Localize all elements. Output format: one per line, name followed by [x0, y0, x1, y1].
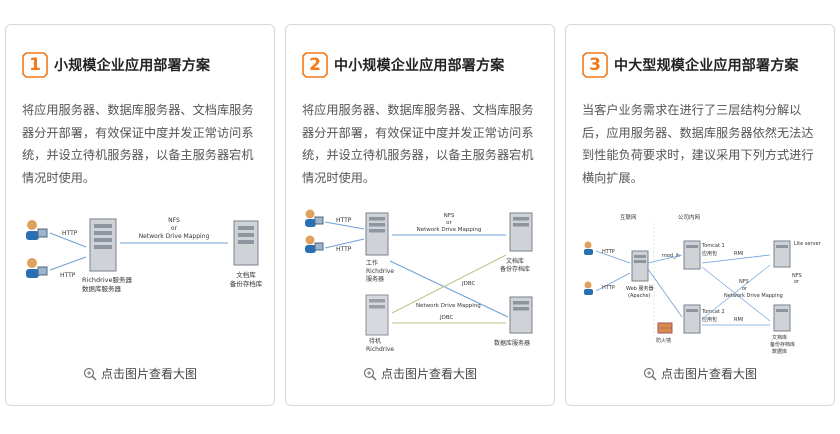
card-header: 2 中小规模企业应用部署方案 [302, 52, 504, 78]
zoom-in-icon [83, 367, 97, 381]
lite-server-label: Lite server [794, 241, 822, 247]
deployment-diagram-image[interactable]: HTTP HTTP 工作 Richdrive 服务器 文档库 备份存档库 NFS… [294, 205, 548, 355]
standby-label: 待机 [369, 337, 381, 345]
server-label: 数据库服务器 [82, 284, 122, 293]
user-icon [26, 220, 48, 240]
db-server-label: 数据库服务器 [494, 339, 530, 347]
doc-library-label: 文档库 [506, 257, 524, 265]
server-icon [365, 212, 389, 256]
server-icon [509, 296, 533, 334]
zoom-in-icon [363, 367, 377, 381]
mapping-label: Network Drive Mapping [417, 227, 482, 233]
number-badge-icon: 1 [22, 52, 48, 78]
server-icon [631, 250, 649, 282]
number-badge-icon: 2 [302, 52, 328, 78]
number-badge-icon: 3 [582, 52, 608, 78]
deployment-diagram-image[interactable]: 互联网 公司内网 HTTP HTTP Web 服务器 (Apache) mod_… [574, 205, 828, 355]
app-package-label: 应用包 [702, 316, 717, 323]
view-large-image-label: 点击图片查看大图 [660, 367, 757, 381]
web-server-label: Web 服务器 [626, 285, 654, 292]
card-small-scale: 1 小规模企业应用部署方案 将应用服务器、数据库服务器、文档库服务器分开部署，有… [5, 24, 275, 406]
mapping-label: Network Drive Mapping [139, 233, 210, 240]
deployment-diagram-image[interactable]: HTTP HTTP Richdrive服务器 数据库服务器 NFS or Net… [14, 205, 268, 355]
http-label: HTTP [602, 249, 615, 255]
doc-library-label: 文档库 [772, 334, 787, 341]
or-label: or [794, 279, 800, 285]
view-large-image-link[interactable]: 点击图片查看大图 [6, 365, 274, 382]
card-description: 当客户业务需求在进行了三层结构分解以后，应用服务器、数据库服务器依然无法达到性能… [582, 103, 814, 185]
server-icon [233, 220, 259, 266]
rmi-label: RMI [734, 317, 743, 323]
server-icon [509, 212, 533, 252]
server-icon [683, 304, 701, 334]
jdbc-label: JDBC [439, 315, 454, 321]
card-medium-large-scale: 3 中大型规模企业应用部署方案 当客户业务需求在进行了三层结构分解以后，应用服务… [565, 24, 835, 406]
mapping-label: Network Drive Mapping [416, 303, 481, 309]
number-badge-text: 1 [29, 55, 41, 75]
doc-library-label: 备份存档库 [500, 265, 530, 273]
zoom-in-icon [643, 367, 657, 381]
app-package-label: 应用包 [702, 250, 717, 257]
server-label: 服务器 [366, 275, 384, 283]
view-large-image-label: 点击图片查看大图 [100, 367, 197, 381]
card-description: 将应用服务器、数据库服务器、文档库服务器分开部署，有效保证中度并发正常访问系统，… [302, 103, 534, 185]
card-title: 小规模企业应用部署方案 [54, 58, 211, 74]
nfs-label: NFS [444, 213, 455, 219]
jdbc-label: JDBC [461, 281, 476, 287]
nfs-label: NFS [739, 279, 749, 285]
doc-library-label: 备份存档库 [230, 279, 263, 288]
user-icon [26, 258, 48, 278]
view-large-image-link[interactable]: 点击图片查看大图 [566, 365, 834, 382]
doc-library-label: 备份存档库 [770, 341, 795, 348]
server-icon [683, 240, 701, 270]
number-badge-text: 3 [589, 55, 601, 75]
user-icon [584, 281, 593, 295]
nfs-label: NFS [792, 273, 802, 279]
mapping-label: Network Drive Mapping [724, 293, 783, 299]
nfs-label: NFS [168, 217, 180, 224]
tomcat-label: Tomcat 1 [701, 243, 725, 249]
view-large-image-link[interactable]: 点击图片查看大图 [286, 365, 554, 382]
or-label: or [742, 286, 748, 292]
number-badge-text: 2 [309, 55, 321, 75]
user-icon [305, 209, 324, 227]
internet-label: 互联网 [620, 213, 637, 221]
server-label: 工作 [366, 259, 378, 267]
modjk-label: mod_jk [662, 253, 680, 259]
server-label: Richdrive服务器 [82, 275, 132, 284]
firewall-label: 防火墙 [656, 337, 671, 344]
intranet-label: 公司内网 [678, 213, 701, 221]
server-icon [773, 240, 791, 268]
rmi-label: RMI [734, 251, 743, 257]
http-label: HTTP [60, 272, 76, 279]
view-large-image-label: 点击图片查看大图 [380, 367, 477, 381]
card-title: 中大型规模企业应用部署方案 [614, 58, 799, 74]
http-label: HTTP [336, 246, 352, 253]
card-header: 1 小规模企业应用部署方案 [22, 52, 210, 78]
db-label: 数据库 [772, 348, 787, 355]
user-icon [584, 241, 593, 255]
server-icon [89, 218, 117, 272]
standby-label: Richdrive [366, 346, 394, 353]
firewall-icon [657, 322, 673, 334]
card-small-medium-scale: 2 中小规模企业应用部署方案 将应用服务器、数据库服务器、文档库服务器分开部署，… [285, 24, 555, 406]
http-label: HTTP [602, 285, 615, 291]
card-description: 将应用服务器、数据库服务器、文档库服务器分开部署，有效保证中度并发正常访问系统，… [22, 103, 254, 185]
card-title: 中小规模企业应用部署方案 [334, 58, 505, 74]
card-header: 3 中大型规模企业应用部署方案 [582, 52, 799, 78]
or-label: or [446, 220, 452, 226]
or-label: or [171, 225, 178, 232]
web-server-label: (Apache) [628, 293, 651, 299]
http-label: HTTP [62, 230, 78, 237]
user-icon [305, 235, 324, 253]
tomcat-label: Tomcat 2 [701, 309, 725, 315]
server-icon [365, 294, 389, 336]
server-label: Richdrive [366, 268, 394, 275]
server-icon [773, 304, 791, 332]
http-label: HTTP [336, 217, 352, 224]
doc-library-label: 文档库 [236, 270, 256, 279]
